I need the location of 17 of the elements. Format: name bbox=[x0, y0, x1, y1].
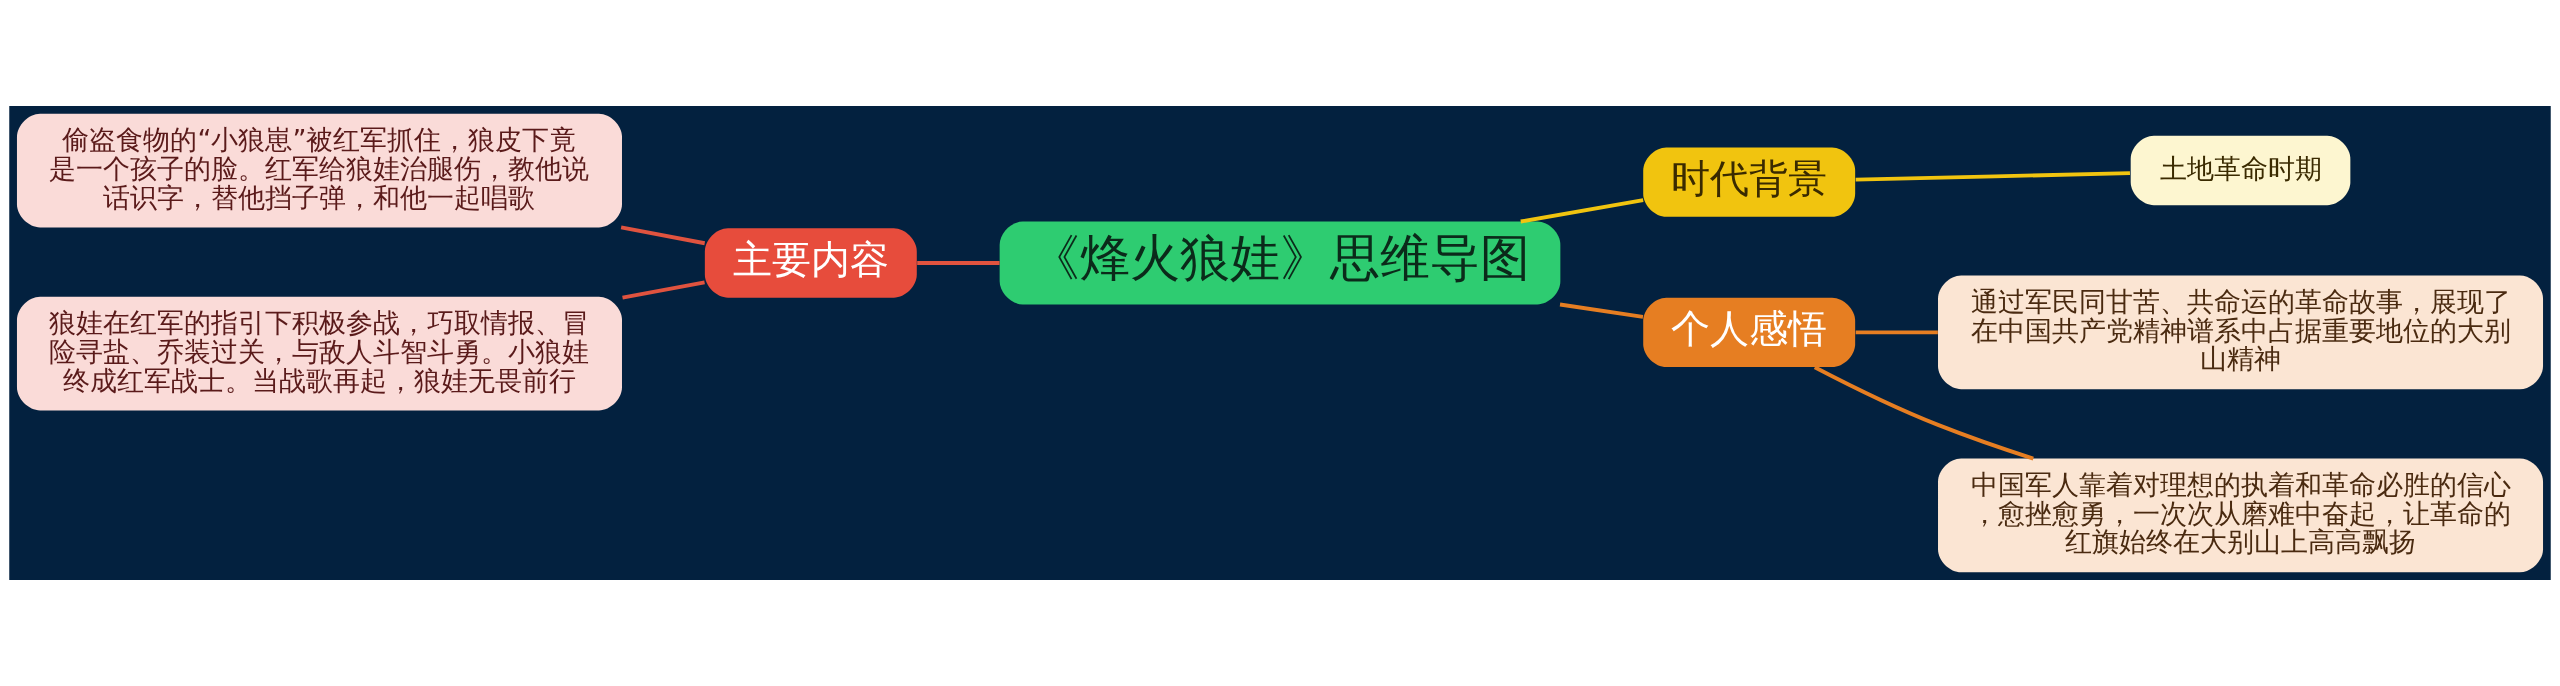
connector bbox=[620, 225, 706, 246]
node-box: 个人感悟 bbox=[1643, 297, 1856, 368]
connector bbox=[1559, 302, 1644, 319]
connector bbox=[917, 261, 1000, 265]
node-box: 偷盗食物的“小狼崽”被红军抓住，狼皮下竟是一个孩子的脸。红军给狼娃治腿伤，教他说话识字，替他挡子弹，和他一起唱歌 bbox=[16, 113, 622, 228]
node-box: 通过军民同甘苦、共命运的革命故事，展现了在中国共产党精神谱系中占据重要地位的大别山精神 bbox=[1938, 275, 2544, 390]
node-box: 主要内容 bbox=[704, 228, 917, 298]
connector bbox=[1813, 365, 2034, 461]
node-box: 土地革命时期 bbox=[2130, 135, 2351, 206]
node-box: 《烽火狼娃》思维导图 bbox=[999, 221, 1561, 305]
connector bbox=[622, 280, 705, 300]
node-box: 狼娃在红军的指引下积极参战，巧取情报、冒险寻盐、乔装过关，与敌人斗智斗勇。小狼娃终成红军战士。当战歌再起，狼娃无畏前行 bbox=[16, 296, 622, 411]
connector bbox=[1855, 171, 2130, 182]
node-box: 时代背景 bbox=[1643, 147, 1856, 217]
node-box: 中国军人靠着对理想的执着和革命必胜的信心，愈挫愈勇，一次次从磨难中奋起，让革命的红旗始终在大别山上高高飘扬 bbox=[1938, 458, 2544, 573]
connector bbox=[1855, 330, 1938, 335]
connector bbox=[1520, 198, 1644, 224]
